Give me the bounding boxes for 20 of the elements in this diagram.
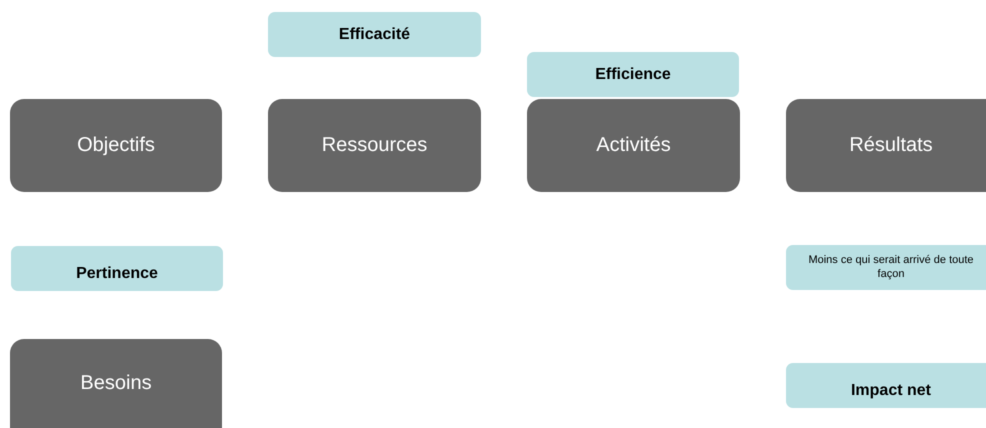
process-box [10, 339, 222, 428]
process-box [786, 99, 986, 192]
box-label: Efficacité [338, 24, 410, 44]
box-label: Efficience [595, 64, 671, 84]
criterion-box [268, 12, 481, 57]
box-label: Résultats [849, 133, 933, 158]
criterion-box [786, 245, 986, 290]
criterion-box [527, 52, 739, 97]
process-box [10, 99, 222, 192]
box-label: Activités [596, 133, 671, 158]
box-label: Impact net [850, 380, 931, 400]
box-label: Pertinence [76, 264, 158, 284]
box-label: Objectifs [77, 133, 155, 158]
criterion-box [786, 363, 986, 408]
box-label: Ressources [322, 133, 428, 158]
box-label: Besoins [80, 370, 152, 396]
process-box [527, 99, 740, 192]
box-label: Moins ce qui serait arrivé de toute façon [807, 254, 975, 282]
process-box [268, 99, 481, 192]
criterion-box [11, 246, 223, 291]
